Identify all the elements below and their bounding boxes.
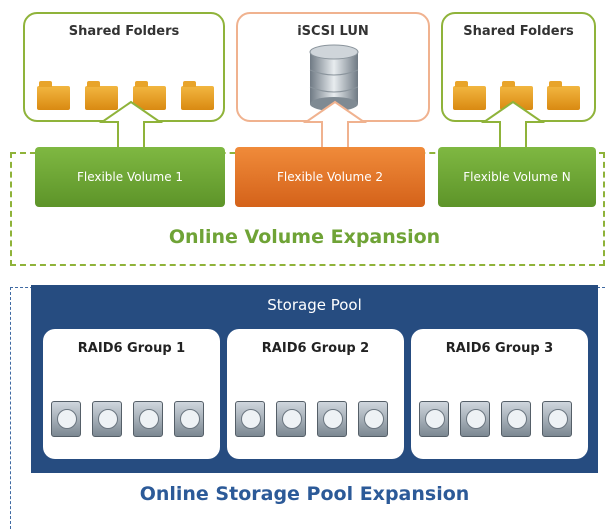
- volume-expansion-caption: Online Volume Expansion: [168, 226, 441, 248]
- hard-disk-icon: [133, 401, 163, 437]
- up-arrow-icon: [98, 100, 164, 149]
- hard-disk-icon: [358, 401, 388, 437]
- up-arrow-icon: [480, 100, 546, 149]
- hard-disk-icon: [419, 401, 449, 437]
- hard-disk-icon: [542, 401, 572, 437]
- shared-folders-box-2: Shared Folders: [441, 12, 596, 122]
- raid-group-label-2: RAID6 Group 2: [261, 341, 370, 356]
- hard-disk-icon: [317, 401, 347, 437]
- raid-group-1: RAID6 Group 1: [43, 329, 220, 459]
- raid-group-2: RAID6 Group 2: [227, 329, 404, 459]
- raid-group-label-3: RAID6 Group 3: [445, 341, 554, 356]
- hard-disk-icon: [501, 401, 531, 437]
- flexible-volume-1: Flexible Volume 1: [35, 147, 225, 207]
- folder-icon: [37, 81, 70, 110]
- shared-folders-label-2: Shared Folders: [463, 24, 574, 39]
- iscsi-lun-label: iSCSI LUN: [297, 24, 369, 39]
- raid-group-3: RAID6 Group 3: [411, 329, 588, 459]
- database-icon: [309, 44, 359, 111]
- folder-icon: [453, 81, 486, 110]
- hard-disk-icon: [174, 401, 204, 437]
- folder-icon: [85, 81, 118, 110]
- hard-disk-icon: [460, 401, 490, 437]
- hard-disk-icon: [235, 401, 265, 437]
- folder-icon: [547, 81, 580, 110]
- hard-disk-icon: [276, 401, 306, 437]
- hard-disk-icon: [92, 401, 122, 437]
- shared-folders-label-1: Shared Folders: [68, 24, 180, 39]
- raid-group-label-1: RAID6 Group 1: [77, 341, 186, 356]
- flexible-volume-n: Flexible Volume N: [438, 147, 596, 207]
- flexible-volume-2: Flexible Volume 2: [235, 147, 425, 207]
- up-arrow-icon: [302, 100, 368, 149]
- folder-icon: [181, 81, 214, 110]
- hard-disk-icon: [51, 401, 81, 437]
- storage-pool-expansion-caption: Online Storage Pool Expansion: [139, 483, 470, 505]
- storage-pool-title: Storage Pool: [267, 296, 362, 314]
